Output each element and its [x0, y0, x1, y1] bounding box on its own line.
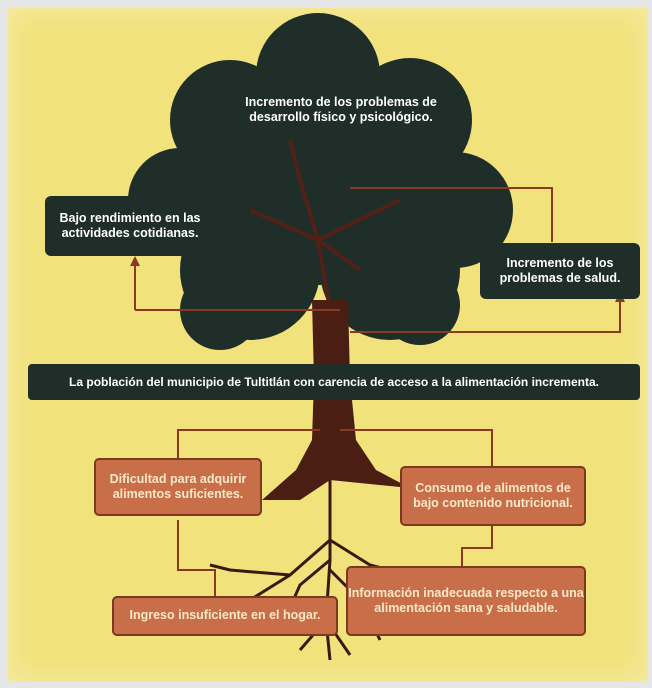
cause-left-upper-text: Dificultad para adquirir alimentos sufic… [109, 471, 247, 501]
effect-left-text: Bajo rendimiento en las actividades coti… [59, 210, 201, 240]
effect-connectors [134, 187, 621, 333]
cause-right-upper-text: Consumo de alimentos de bajo contenido n… [413, 480, 573, 510]
cause-right-lower-text: Información inadecuada respecto a una al… [348, 585, 584, 615]
tree-trunk [262, 300, 410, 500]
cause-left-lower-text: Ingreso insuficiente en el hogar. [129, 608, 321, 623]
cause-connectors [177, 429, 493, 596]
effect-right: Incremento de los problemas de salud. [480, 243, 640, 299]
tree-branches [249, 139, 401, 311]
central-problem: La población del municipio de Tultitlán … [28, 364, 640, 400]
cause-left-upper: Dificultad para adquirir alimentos sufic… [94, 458, 262, 516]
effect-top-text: Incremento de los problemas de desarroll… [245, 94, 437, 124]
tree-canopy [128, 13, 513, 350]
effect-top: Incremento de los problemas de desarroll… [228, 88, 454, 132]
cause-right-lower: Información inadecuada respecto a una al… [346, 566, 586, 636]
cause-left-lower: Ingreso insuficiente en el hogar. [112, 596, 338, 636]
effect-left: Bajo rendimiento en las actividades coti… [45, 196, 215, 256]
central-problem-text: La población del municipio de Tultitlán … [69, 374, 599, 389]
effect-right-text: Incremento de los problemas de salud. [499, 255, 621, 285]
cause-right-upper: Consumo de alimentos de bajo contenido n… [400, 466, 586, 526]
